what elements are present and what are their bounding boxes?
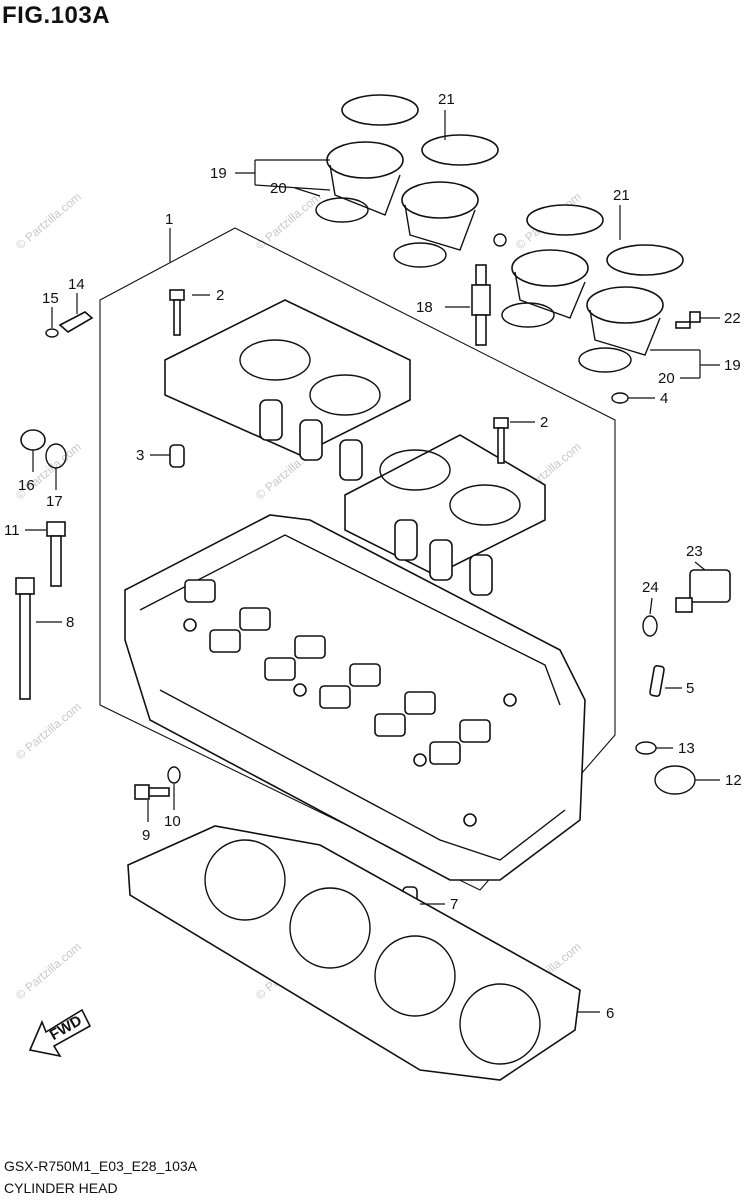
callout-17: 17 <box>46 493 63 510</box>
callout-21: 21 <box>438 91 455 108</box>
callout-15: 15 <box>42 290 59 307</box>
o-ring <box>654 765 696 795</box>
callout-4: 4 <box>660 390 668 407</box>
callout-10: 10 <box>164 813 181 830</box>
callout-21: 21 <box>613 187 630 204</box>
spark-plug <box>471 264 491 346</box>
figure-name: CYLINDER HEAD <box>4 1180 118 1196</box>
callout-8: 8 <box>66 614 74 631</box>
intake-port-block <box>164 299 411 481</box>
figure-code: GSX-R750M1_E03_E28_103A <box>4 1158 198 1174</box>
intake-boot <box>315 94 499 268</box>
bolt <box>46 521 66 587</box>
callout-24: 24 <box>642 579 659 596</box>
watermark: © Partzilla.com <box>13 190 84 253</box>
head-gasket <box>127 825 581 1081</box>
screw <box>675 311 701 329</box>
callout-5: 5 <box>686 680 694 697</box>
callout-11: 11 <box>4 522 20 539</box>
callout-labels: 1 2 2 3 4 5 6 7 8 9 10 11 12 13 14 15 16… <box>4 91 742 1022</box>
callout-13: 13 <box>678 740 695 757</box>
callout-20: 20 <box>658 370 675 387</box>
fwd-arrow-icon: FWD <box>28 1008 92 1058</box>
temperature-sensor <box>642 569 731 637</box>
intake-boot <box>501 204 684 373</box>
callout-19: 19 <box>210 165 227 182</box>
o-ring <box>635 741 657 755</box>
pin <box>649 665 665 697</box>
plug <box>45 311 94 338</box>
bolt <box>493 417 509 464</box>
callout-2: 2 <box>216 287 224 304</box>
callout-18: 18 <box>416 299 433 316</box>
washer <box>611 392 629 404</box>
assembly-outline <box>99 227 616 891</box>
callout-14: 14 <box>68 276 85 293</box>
figure-title: FIG.103A <box>2 2 111 29</box>
callout-12: 12 <box>725 772 742 789</box>
bolt <box>134 766 181 800</box>
callout-23: 23 <box>686 543 703 560</box>
dowel-pin <box>169 444 185 468</box>
head-bolt-boss <box>183 618 517 827</box>
callout-1: 1 <box>165 211 173 228</box>
leader-lines <box>25 110 720 1013</box>
callout-3: 3 <box>136 447 144 464</box>
watermark: © Partzilla.com <box>13 940 84 1003</box>
cylinder-head-body <box>124 514 586 881</box>
callout-9: 9 <box>142 827 150 844</box>
watermark: © Partzilla.com <box>13 700 84 763</box>
intake-port-block <box>344 434 546 596</box>
callout-20: 20 <box>270 180 287 197</box>
washer-icon <box>493 233 507 247</box>
callout-7: 7 <box>450 896 458 913</box>
callout-22: 22 <box>724 310 741 327</box>
callout-2: 2 <box>540 414 548 431</box>
bolt <box>169 289 185 336</box>
callout-19: 19 <box>724 357 741 374</box>
bolt <box>15 577 35 700</box>
callout-6: 6 <box>606 1005 614 1022</box>
callout-16: 16 <box>18 477 35 494</box>
camshaft-journal <box>184 579 491 765</box>
